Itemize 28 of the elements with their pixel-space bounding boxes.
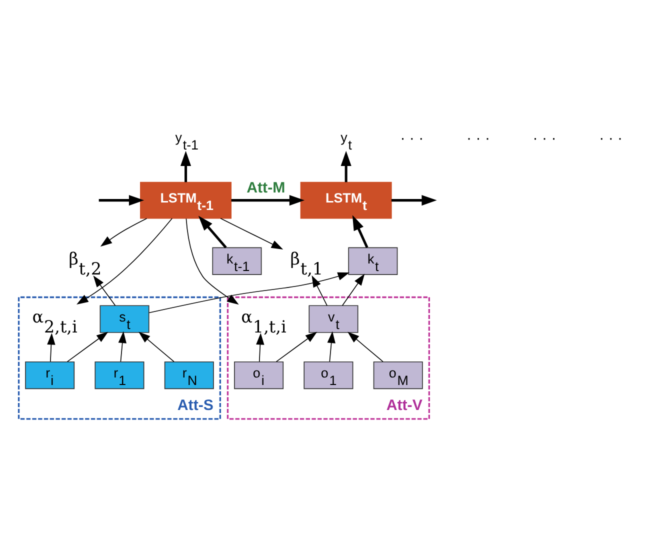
arrow <box>352 215 368 248</box>
arrow <box>180 150 192 182</box>
label: · · · <box>532 130 556 148</box>
arrow <box>198 216 227 248</box>
arrow <box>340 150 352 182</box>
arrow <box>148 272 350 314</box>
edge-label: Att-M <box>246 179 286 196</box>
arrow <box>98 195 144 206</box>
arrow <box>66 332 108 362</box>
arrow <box>312 275 328 306</box>
label: · · · <box>400 130 424 148</box>
arrow <box>231 195 305 206</box>
arrow <box>76 218 173 305</box>
arrow <box>93 275 116 306</box>
arrow <box>391 195 437 206</box>
arrow <box>348 332 384 362</box>
arrow <box>220 218 284 250</box>
arrow <box>256 332 264 362</box>
arrow <box>327 331 336 362</box>
arrow <box>47 332 56 362</box>
arrow <box>342 274 365 306</box>
arrow <box>100 218 148 247</box>
label: · · · <box>466 130 490 148</box>
arrow <box>276 332 318 362</box>
label: · · · <box>599 130 623 148</box>
arrow <box>118 331 126 362</box>
arrow <box>138 332 174 362</box>
arrow <box>186 218 239 305</box>
